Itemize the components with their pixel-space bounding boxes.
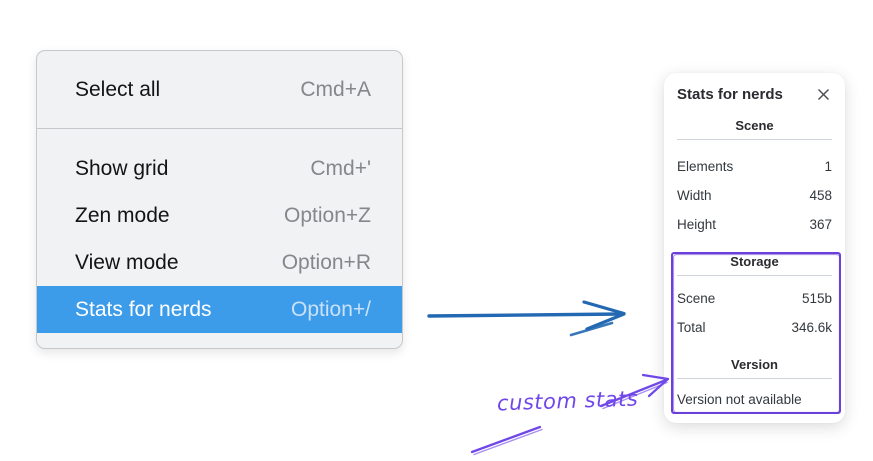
stat-value: 458 (809, 188, 832, 203)
stat-row-width: Width 458 (664, 181, 845, 210)
menu-item-shortcut: Cmd+' (310, 156, 371, 180)
stat-value: 367 (809, 217, 832, 232)
menu-item-label: Stats for nerds (75, 297, 212, 321)
menu-item-stats-for-nerds[interactable]: Stats for nerds Option+/ (37, 286, 402, 333)
menu-item-shortcut: Option+R (281, 250, 371, 274)
stats-panel-title: Stats for nerds (677, 86, 783, 103)
section-header-scene: Scene (735, 118, 774, 133)
section-header-version: Version (731, 357, 778, 372)
section-divider (677, 275, 832, 276)
menu-item-shortcut: Option+/ (291, 297, 371, 321)
stat-row-elements: Elements 1 (664, 152, 845, 181)
menu-divider (37, 128, 402, 129)
stat-row-total-storage: Total 346.6k (664, 313, 845, 342)
stat-row-scene-storage: Scene 515b (664, 284, 845, 313)
menu-item-view-mode[interactable]: View mode Option+R (37, 239, 402, 286)
stats-panel-header: Stats for nerds (664, 86, 845, 103)
stat-value: 346.6k (791, 320, 832, 335)
stat-label: Scene (677, 291, 716, 306)
context-menu: Select all Cmd+A Show grid Cmd+' Zen mod… (36, 50, 403, 349)
section-divider (677, 139, 832, 140)
menu-item-label: View mode (75, 250, 179, 274)
stats-panel: Stats for nerds Scene Elements 1 Width 4… (664, 73, 845, 423)
close-button[interactable] (815, 86, 832, 103)
stat-row-height: Height 367 (664, 210, 845, 239)
stat-value: 515b (801, 291, 832, 306)
custom-stats-label: custom stats (496, 386, 639, 416)
stat-label: Height (677, 217, 717, 232)
custom-stats-arrow-icon (470, 373, 670, 456)
menu-section-top: Select all Cmd+A (37, 51, 402, 128)
stat-label: Elements (677, 159, 734, 174)
menu-item-label: Zen mode (75, 203, 170, 227)
section-divider (677, 378, 832, 379)
close-icon (818, 89, 829, 100)
menu-item-shortcut: Cmd+A (300, 78, 371, 101)
stat-label: Total (677, 320, 706, 335)
menu-item-show-grid[interactable]: Show grid Cmd+' (37, 145, 402, 192)
section-header-storage: Storage (730, 254, 779, 269)
stat-value: 1 (824, 159, 832, 174)
menu-item-zen-mode[interactable]: Zen mode Option+Z (37, 192, 402, 239)
menu-item-shortcut: Option+Z (284, 203, 371, 227)
menu-item-label: Select all (75, 78, 161, 101)
version-note: Version not available (677, 392, 802, 407)
arrow-menu-to-panel-icon (427, 300, 626, 337)
menu-item-select-all[interactable]: Select all Cmd+A (37, 62, 402, 118)
menu-section-bottom: Show grid Cmd+' Zen mode Option+Z View m… (37, 129, 402, 348)
stat-label: Width (677, 188, 712, 203)
menu-item-label: Show grid (75, 156, 169, 180)
